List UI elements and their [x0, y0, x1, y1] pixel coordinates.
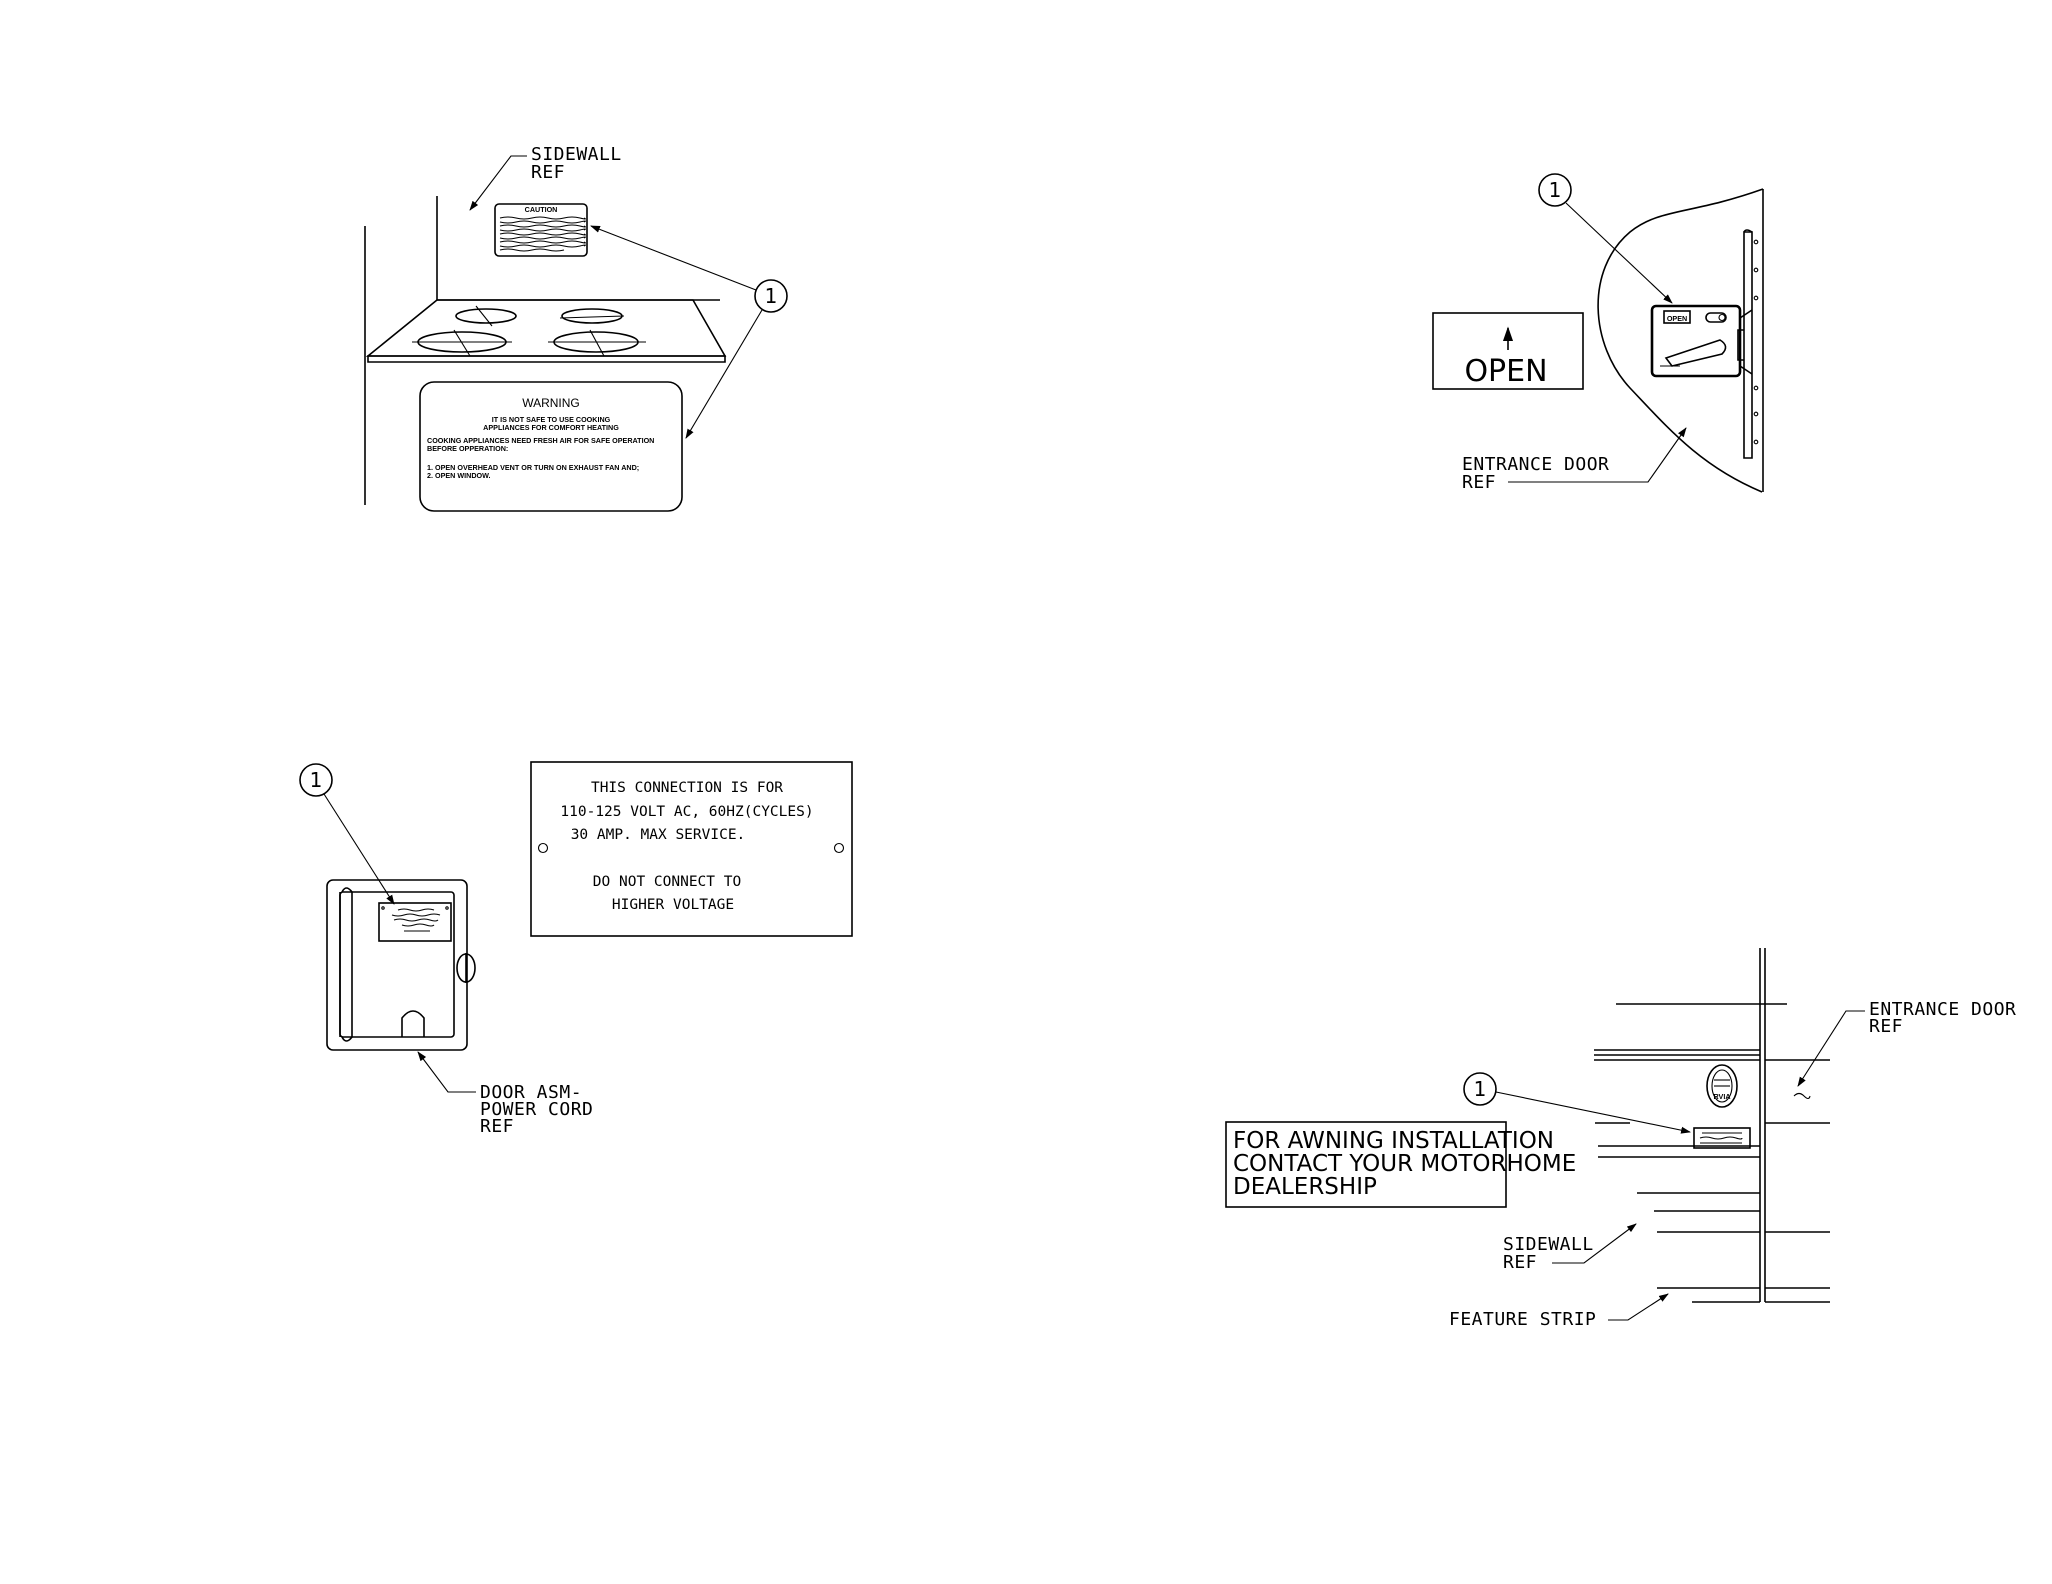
- hinge-screw: [1753, 411, 1759, 417]
- entrance-door-ref-label-1: ENTRANCE DOOR: [1869, 999, 2016, 1020]
- cooktop-outline: [365, 299, 727, 357]
- grate-line: [559, 315, 625, 319]
- decal-rivet: [445, 906, 449, 910]
- plate-mounting-hole-left: [537, 842, 549, 854]
- power-cord-panel: 1 THIS CONNECTION IS FOR 110-125 VOLT AC…: [299, 761, 853, 1137]
- sidewall-ref-leader: [1552, 1223, 1637, 1264]
- awning-panel: RVIA 1 FOR AWNING INSTALLATION CONTACT Y…: [1225, 948, 2016, 1330]
- awning-notice-line-2: CONTACT YOUR MOTORHOME: [1233, 1151, 1576, 1177]
- callout-number: 1: [1549, 178, 1562, 202]
- plate-mounting-hole-right: [833, 842, 845, 854]
- door-hinge: [341, 887, 353, 1042]
- plate-line-2: 110-125 VOLT AC, 60HZ(CYCLES): [560, 804, 813, 820]
- cooktop-front-edge: [367, 355, 726, 363]
- entrance-door-ref-label-1: ENTRANCE DOOR: [1462, 454, 1609, 475]
- door-asm-ref-leader: [417, 1051, 476, 1093]
- door-asm-ref-label-1: DOOR ASM-: [480, 1082, 582, 1103]
- hinge-top: [1743, 229, 1753, 233]
- caution-text-scribble: [499, 216, 586, 252]
- open-decal-enlarged: [1432, 312, 1584, 390]
- warning-line-6: 2. OPEN WINDOW.: [427, 471, 491, 480]
- sidewall-ref-label-1: SIDEWALL: [1503, 1234, 1594, 1255]
- door-asm-ref-label-2: POWER CORD: [480, 1099, 593, 1120]
- feature-strip-label: FEATURE STRIP: [1449, 1309, 1596, 1330]
- power-decal-mini: [378, 902, 452, 942]
- hinge-screw: [1753, 385, 1759, 391]
- burner-rear-left: [455, 308, 517, 324]
- sidewall-ref-leader: [469, 155, 527, 211]
- door-hinge-strip: [1743, 231, 1753, 459]
- cord-notch: [401, 1010, 425, 1037]
- mini-open-label: OPEN: [1667, 314, 1687, 323]
- callout-leader: [1565, 202, 1673, 304]
- deadbolt-slot: [1705, 312, 1727, 323]
- sidewall-ref-label-2: REF: [531, 162, 565, 183]
- lock-housing-edge: [1739, 365, 1753, 375]
- feature-strip-leader: [1608, 1293, 1669, 1321]
- sidewall-ref-label-1: SIDEWALL: [531, 144, 622, 165]
- lock-housing-edge: [1739, 309, 1753, 319]
- callout-number: 1: [310, 768, 323, 792]
- warning-plate: [419, 381, 683, 512]
- rvia-badge-outer: [1706, 1064, 1738, 1108]
- plate-line-1: THIS CONNECTION IS FOR: [591, 780, 783, 796]
- plate-line-5: HIGHER VOLTAGE: [612, 897, 734, 913]
- entrance-door-panel: OPEN OPEN 1 ENTRANCE DOOR REF: [1432, 173, 1764, 493]
- warning-line-3: COOKING APPLIANCES NEED FRESH AIR FOR SA…: [427, 436, 654, 445]
- entrance-door-ref-leader: [1797, 1010, 1865, 1087]
- callout-1-awning: [1463, 1072, 1497, 1106]
- door-cutaway-curve: [1597, 188, 1764, 493]
- grate-line: [453, 329, 471, 357]
- callout-1-power: [299, 763, 333, 797]
- power-decal-scribble: [391, 908, 441, 932]
- open-label: OPEN: [1464, 354, 1547, 389]
- warning-line-1: IT IS NOT SAFE TO USE COOKING: [492, 415, 611, 424]
- power-connection-plate: [530, 761, 853, 937]
- entrance-door-ref-leader: [1508, 427, 1687, 483]
- awning-decal-line: [1699, 1136, 1743, 1140]
- callout-leader: [685, 309, 763, 439]
- callout-number: 1: [765, 284, 778, 308]
- power-cord-door-outer: [326, 879, 468, 1051]
- caution-decal: [494, 203, 588, 257]
- open-decal-mini: [1663, 310, 1691, 324]
- awning-notice-line-1: FOR AWNING INSTALLATION: [1233, 1128, 1554, 1154]
- grate-line: [589, 329, 605, 357]
- plate-line-3: 30 AMP. MAX SERVICE.: [571, 827, 746, 843]
- callout-1-stove: [754, 279, 788, 313]
- sidewall-ref-label-2: REF: [1503, 1252, 1537, 1273]
- rvia-badge-text: RVIA: [1713, 1092, 1730, 1101]
- door-lock-housing: [1650, 304, 1742, 378]
- hinge-screw: [1753, 439, 1759, 445]
- deadbolt-key: [1718, 313, 1726, 322]
- warning-line-4: BEFORE OPPERATION:: [427, 444, 508, 453]
- entrance-door-ref-label-2: REF: [1462, 472, 1496, 493]
- stove-warning-panel: CAUTION SIDEWALL REF 1 WARNING IT IS NOT…: [364, 144, 788, 512]
- rvia-badge-inner: [1711, 1069, 1733, 1103]
- callout-1-door: [1538, 173, 1572, 207]
- awning-notice-box: [1225, 1121, 1507, 1208]
- door-asm-ref-label-3: REF: [480, 1116, 514, 1137]
- caution-title: CAUTION: [525, 205, 558, 214]
- hinge-screw: [1753, 267, 1759, 273]
- callout-number: 1: [1474, 1077, 1487, 1101]
- door-handle: [1664, 339, 1727, 367]
- warning-title: WARNING: [522, 396, 580, 410]
- plate-line-4: DO NOT CONNECT TO: [593, 874, 741, 890]
- callout-leader: [323, 793, 395, 905]
- awning-notice-line-3: DEALERSHIP: [1233, 1174, 1377, 1200]
- awning-decal-mini: [1693, 1127, 1751, 1149]
- entrance-door-ref-label-2: REF: [1869, 1016, 1903, 1037]
- hinge-screw: [1753, 295, 1759, 301]
- grate-line: [475, 305, 493, 327]
- callout-leader: [590, 225, 757, 291]
- warning-line-5: 1. OPEN OVERHEAD VENT OR TURN ON EXHAUST…: [427, 463, 639, 472]
- warning-line-2: APPLIANCES FOR COMFORT HEATING: [483, 423, 619, 432]
- decal-rivet: [381, 906, 385, 910]
- hinge-screw: [1753, 239, 1759, 245]
- door-gap-squiggle: [1793, 1092, 1811, 1100]
- callout-leader: [1495, 1091, 1691, 1134]
